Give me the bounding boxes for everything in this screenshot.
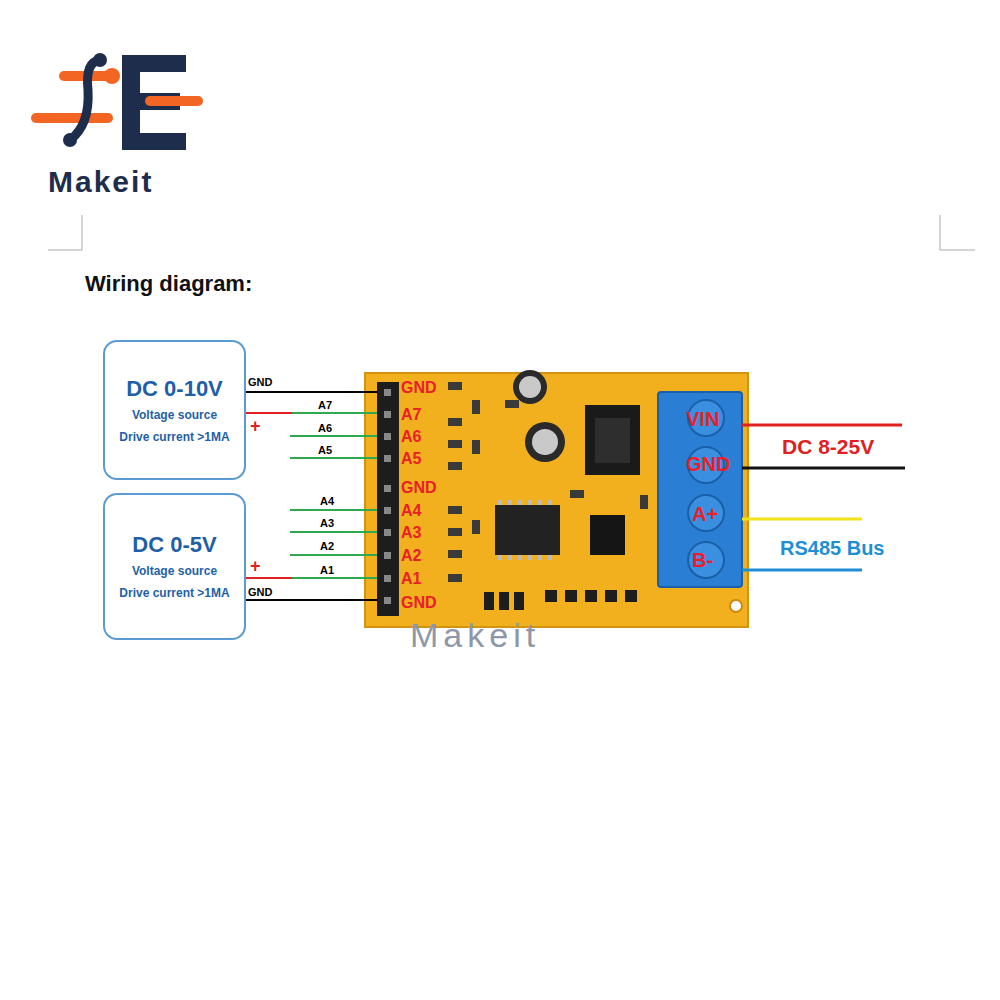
source-note: Drive current >1MA [119,587,229,601]
wire-label: GND [248,586,272,598]
signal-wire [246,392,377,600]
terminal-label: VIN [686,408,719,430]
bus-label: RS485 Bus [780,537,885,559]
polarity-mark: + [250,417,261,437]
voltage-range: DC 0-5V [132,532,216,557]
power-wire [742,425,905,570]
source-box: DC 0-5V Voltage sourceDrive current >1MA [103,493,246,640]
polarity-mark: + [250,557,261,577]
terminal-label: B- [692,549,713,571]
pin-label: A2 [401,547,421,565]
source-note: Voltage source [132,409,217,423]
terminal-block [658,392,742,587]
pin-label: A1 [401,570,421,588]
voltage-range: DC 0-10V [126,376,223,401]
wire-label: A5 [318,444,332,456]
watermark: Makeit [410,617,540,654]
wire-label: A1 [320,564,334,576]
logo-text: Makeit [48,165,153,198]
supply-label: DC 8-25V [782,435,874,458]
wire-label: A4 [320,495,334,507]
source-note: Voltage source [132,565,217,579]
pin-label: A5 [401,450,421,468]
terminal-label: GND [686,453,730,475]
terminal-label: A+ [692,503,718,525]
pin-label: A7 [401,406,421,424]
pin-label: GND [401,379,437,397]
source-box: DC 0-10V Voltage sourceDrive current >1MA [103,340,246,480]
pin-label: GND [401,479,437,497]
pin-label: A4 [401,502,421,520]
wire-label: A7 [318,399,332,411]
diagram-title: Wiring diagram: [85,272,252,296]
pcb-board [365,370,748,627]
wire-label: A2 [320,540,334,552]
pin-label: A6 [401,428,421,446]
logo-icon [36,53,198,150]
wire-label: GND [248,376,272,388]
wire-label: A6 [318,422,332,434]
pin-label: GND [401,594,437,612]
corner-mark [48,215,975,250]
source-note: Drive current >1MA [119,431,229,445]
wire-label: A3 [320,517,334,529]
pin-label: A3 [401,524,421,542]
